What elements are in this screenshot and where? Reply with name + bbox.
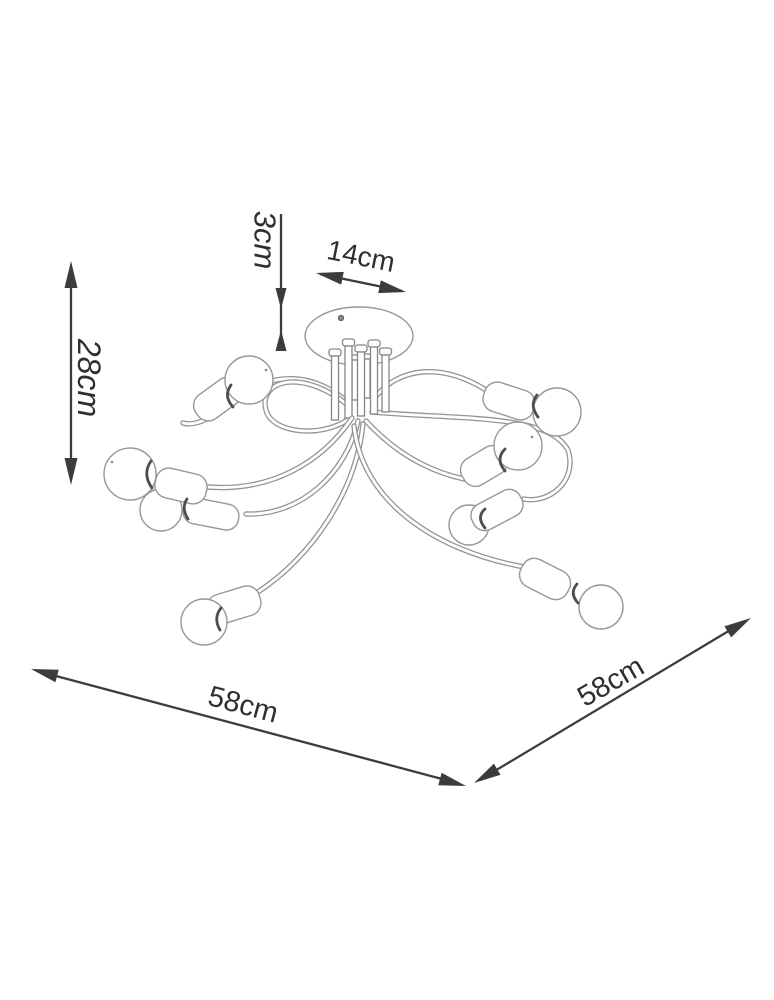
arrow-down-left-icon [474, 763, 501, 783]
lamp-arms-lower [205, 415, 527, 595]
dimension-label-canopy-height: 3cm [248, 211, 283, 270]
dimension-canopy-diameter: 14cm [316, 234, 406, 294]
arrow-up-left-icon [31, 669, 59, 683]
arrow-up-right-icon [724, 618, 751, 638]
dimension-canopy-height: 3cm [248, 211, 287, 351]
dimension-depth: 58cm [31, 669, 466, 786]
neck-shading [110, 368, 580, 632]
arrow-right-icon [378, 280, 406, 294]
dimension-label-width: 58cm [572, 650, 649, 713]
hub-tubes [328, 338, 393, 421]
canopy-screw [337, 314, 345, 322]
bulb-socket [482, 381, 536, 421]
dimension-label-depth: 58cm [205, 680, 282, 729]
arrow-up-icon [275, 330, 287, 351]
bulb-socket [154, 467, 208, 505]
bulb [532, 387, 582, 437]
lamp-illustration [103, 306, 624, 646]
bulb-socket [518, 557, 572, 601]
arrow-down-right-icon [438, 772, 466, 786]
bulb [103, 447, 157, 501]
bulb [578, 584, 624, 630]
bulb [224, 355, 274, 405]
bulb-socket [470, 488, 524, 532]
sockets-and-bulbs [103, 355, 624, 646]
bulb [493, 421, 543, 471]
dimension-label-canopy-diameter: 14cm [324, 234, 397, 278]
dimension-label-height: 28cm [71, 338, 107, 417]
arrow-down-icon [64, 458, 78, 485]
dimension-height: 28cm [64, 261, 107, 485]
dimension-width: 58cm [474, 618, 751, 783]
arrow-up-icon [64, 261, 78, 288]
arrow-left-icon [316, 271, 344, 285]
arrow-down-icon [275, 288, 287, 309]
bulb [180, 598, 228, 646]
